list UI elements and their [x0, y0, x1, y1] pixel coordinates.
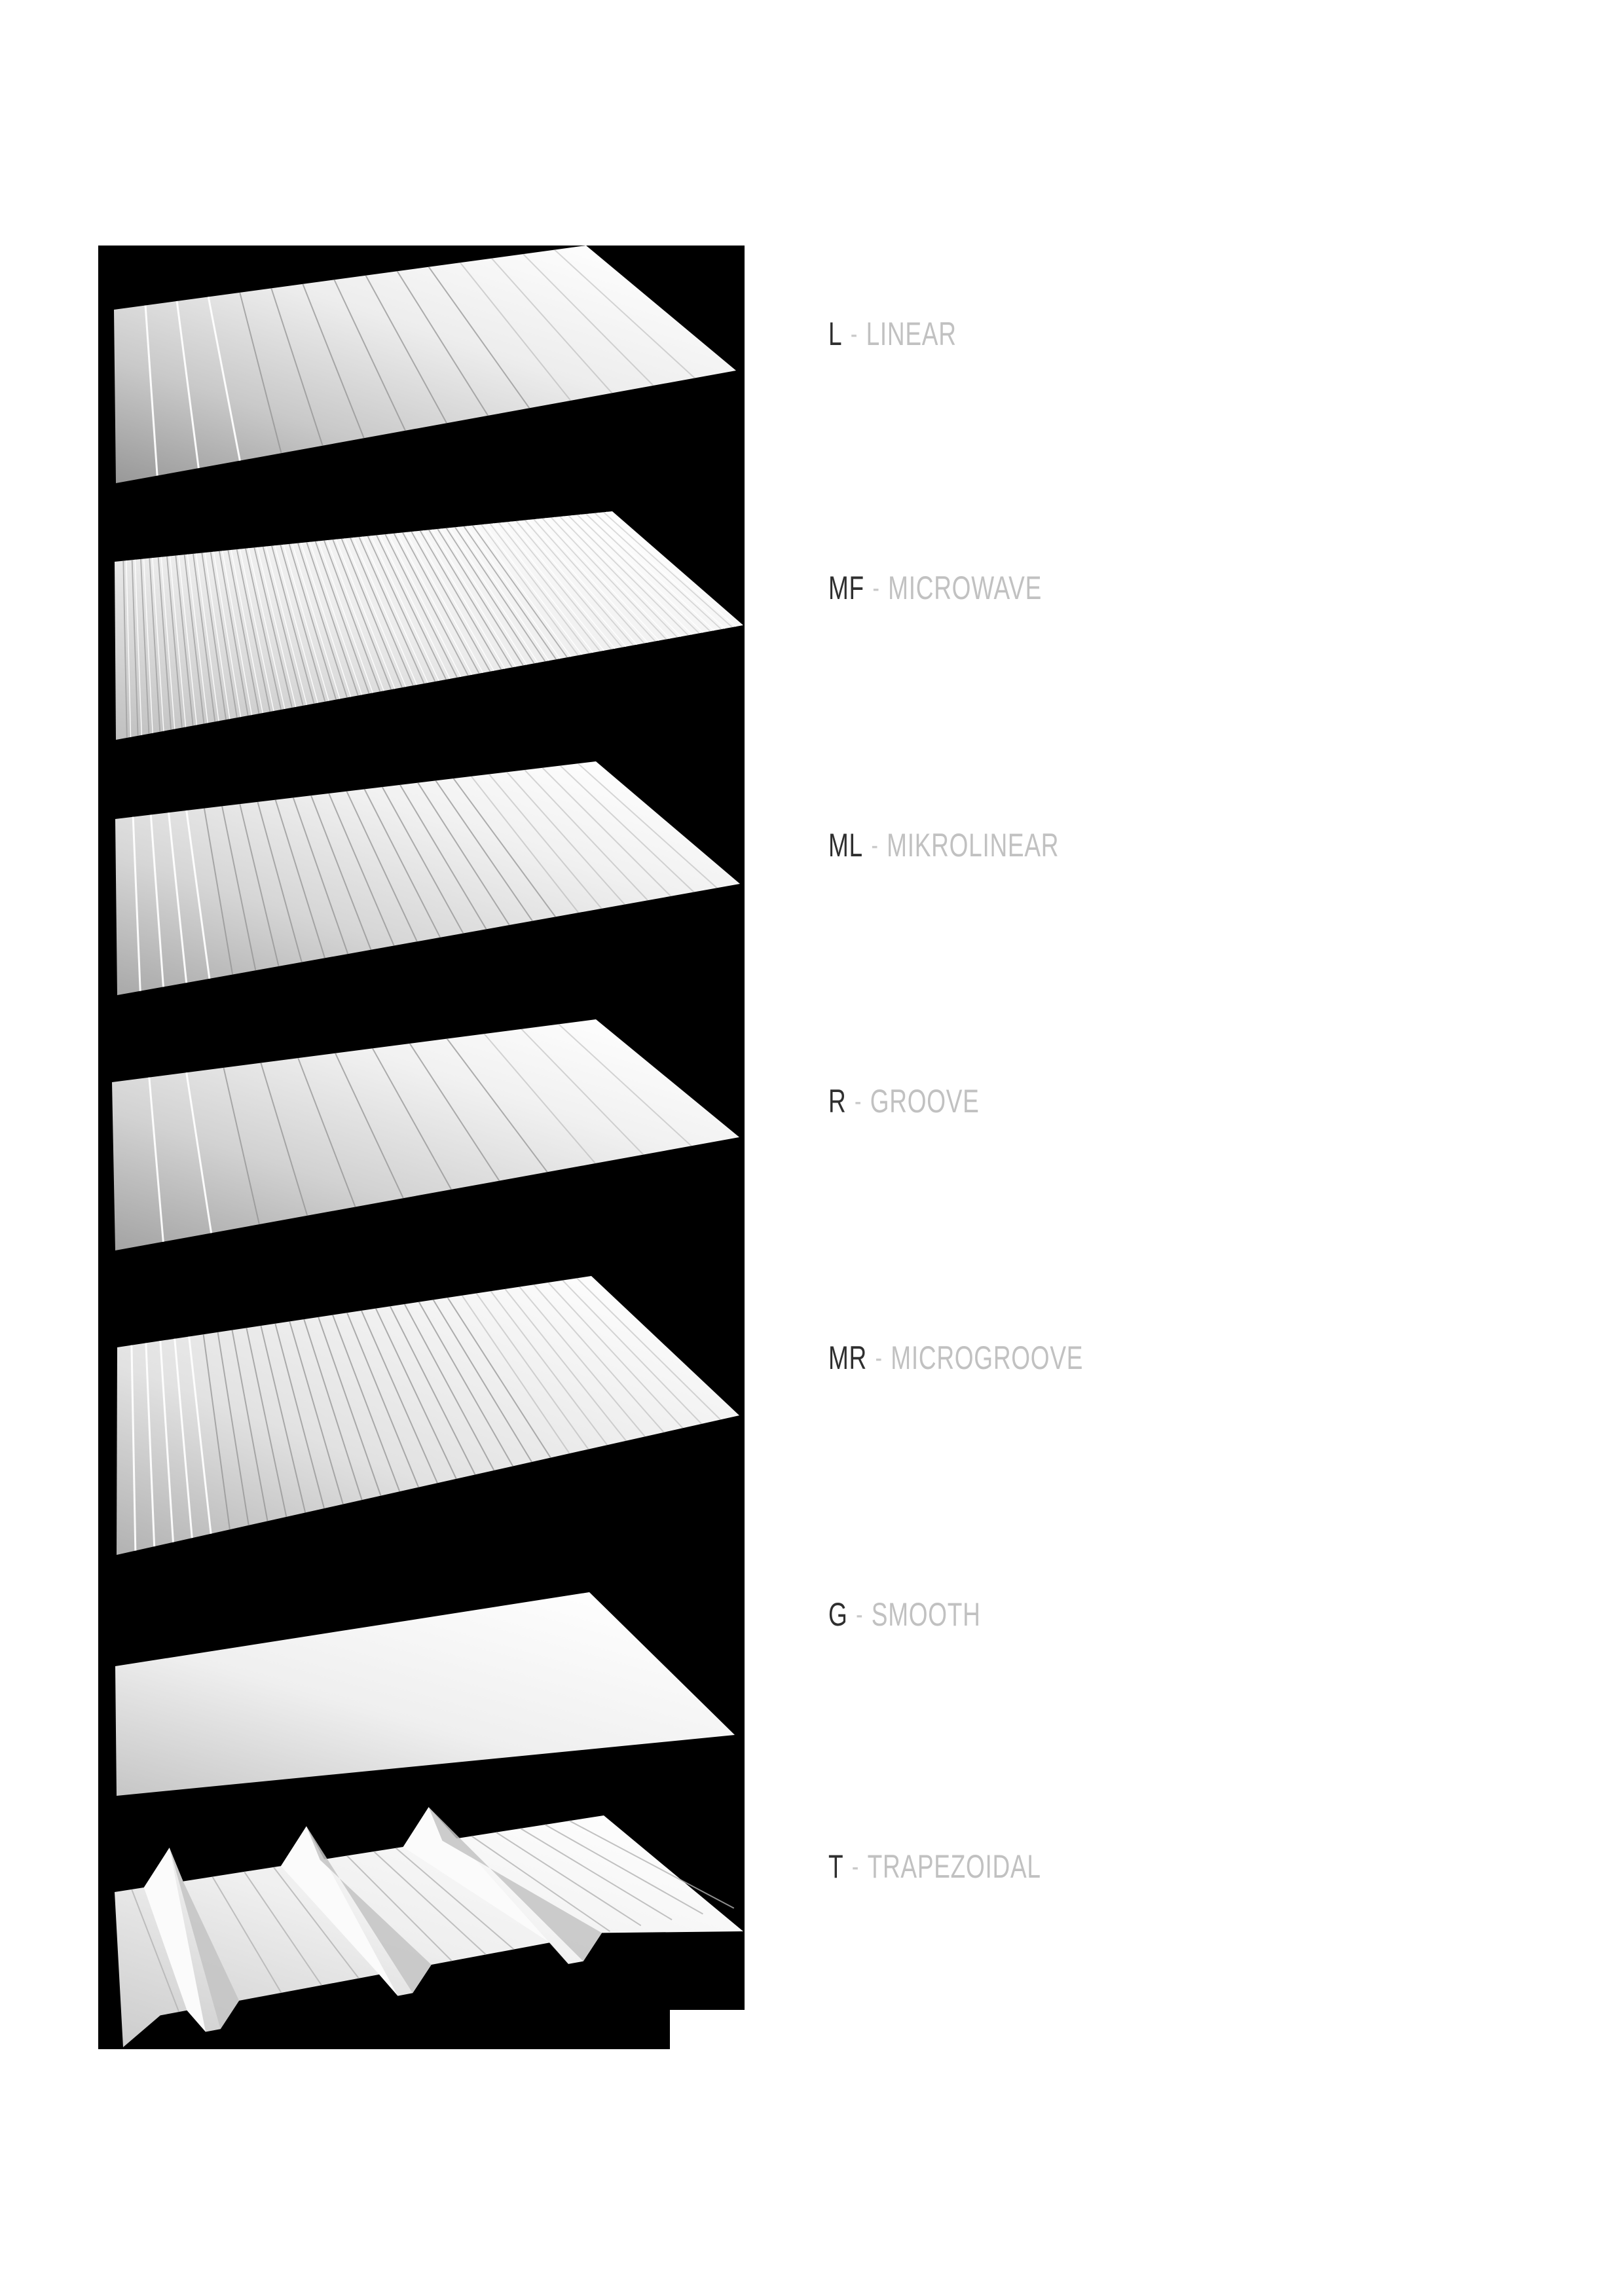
- panel-figure-mikrolinear: [115, 761, 740, 995]
- panel-figure-groove: [112, 1019, 739, 1250]
- panel-code: MF: [828, 570, 864, 606]
- label-separator: -: [850, 318, 858, 349]
- panel-figure-smooth: [115, 1592, 735, 1796]
- label-separator: -: [871, 829, 879, 860]
- panel-name: GROOVE: [870, 1083, 980, 1120]
- panel-label-microwave: MF - MICROWAVE: [828, 570, 1042, 606]
- panel-label-trapezoidal: T - TRAPEZOIDAL: [828, 1848, 1041, 1885]
- strip-bottom-notch: [670, 2010, 745, 2049]
- panel-figure-microwave: [115, 511, 743, 740]
- panel-name: MICROWAVE: [888, 570, 1042, 606]
- panel-name: SMOOTH: [871, 1596, 981, 1633]
- panel-code: ML: [828, 827, 863, 864]
- panel-name: TRAPEZOIDAL: [867, 1848, 1041, 1885]
- panel-figure-linear: [114, 246, 736, 483]
- panel-label-groove: R - GROOVE: [828, 1083, 980, 1120]
- panel-figure-trapezoidal: [115, 1807, 743, 2047]
- panel-figure-microgroove: [117, 1276, 739, 1555]
- panel-code: T: [828, 1848, 844, 1885]
- panel-name: MIKROLINEAR: [887, 827, 1060, 864]
- panel-code: L: [828, 316, 843, 352]
- label-separator: -: [855, 1085, 862, 1116]
- panel-label-microgroove: MR - MICROGROOVE: [828, 1339, 1084, 1376]
- label-separator: -: [875, 1342, 883, 1373]
- panel-label-smooth: G - SMOOTH: [828, 1596, 981, 1633]
- panel-code: R: [828, 1083, 847, 1120]
- label-separator: -: [851, 1851, 860, 1882]
- panel-label-linear: L - LINEAR: [828, 316, 957, 352]
- panel-name: MICROGROOVE: [891, 1339, 1084, 1376]
- panel-code: G: [828, 1596, 848, 1633]
- label-separator: -: [872, 572, 880, 603]
- panel-label-mikrolinear: ML - MIKROLINEAR: [828, 827, 1060, 864]
- label-separator: -: [856, 1599, 864, 1630]
- panel-code: MR: [828, 1339, 868, 1376]
- panel-name: LINEAR: [866, 316, 957, 352]
